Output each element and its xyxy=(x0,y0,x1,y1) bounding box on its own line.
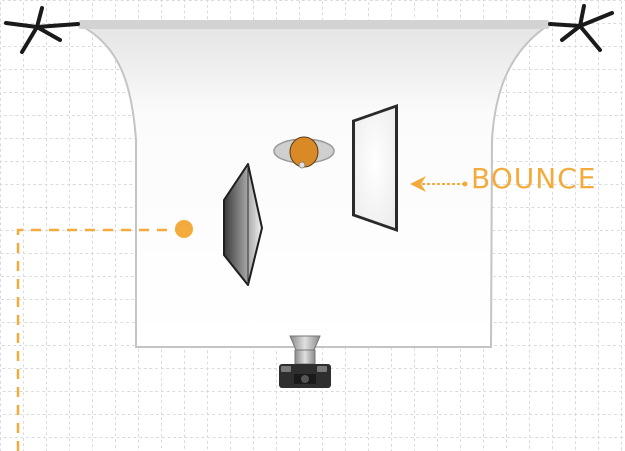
subject-nose xyxy=(298,161,306,169)
backdrop-paper xyxy=(77,20,554,348)
subject-icon xyxy=(273,136,335,169)
light-stand-icon-left xyxy=(4,6,80,54)
light-cable-line xyxy=(16,220,193,451)
light-source-dot xyxy=(175,220,193,238)
backdrop-roll xyxy=(78,20,550,29)
arrow-left-icon xyxy=(410,176,468,192)
light-stand-icon-right xyxy=(548,4,614,52)
camera-icon xyxy=(279,335,331,388)
softbox-icon xyxy=(223,163,263,286)
bounce-reflector-icon xyxy=(352,104,398,232)
bounce-label: BOUNCE xyxy=(471,162,597,195)
